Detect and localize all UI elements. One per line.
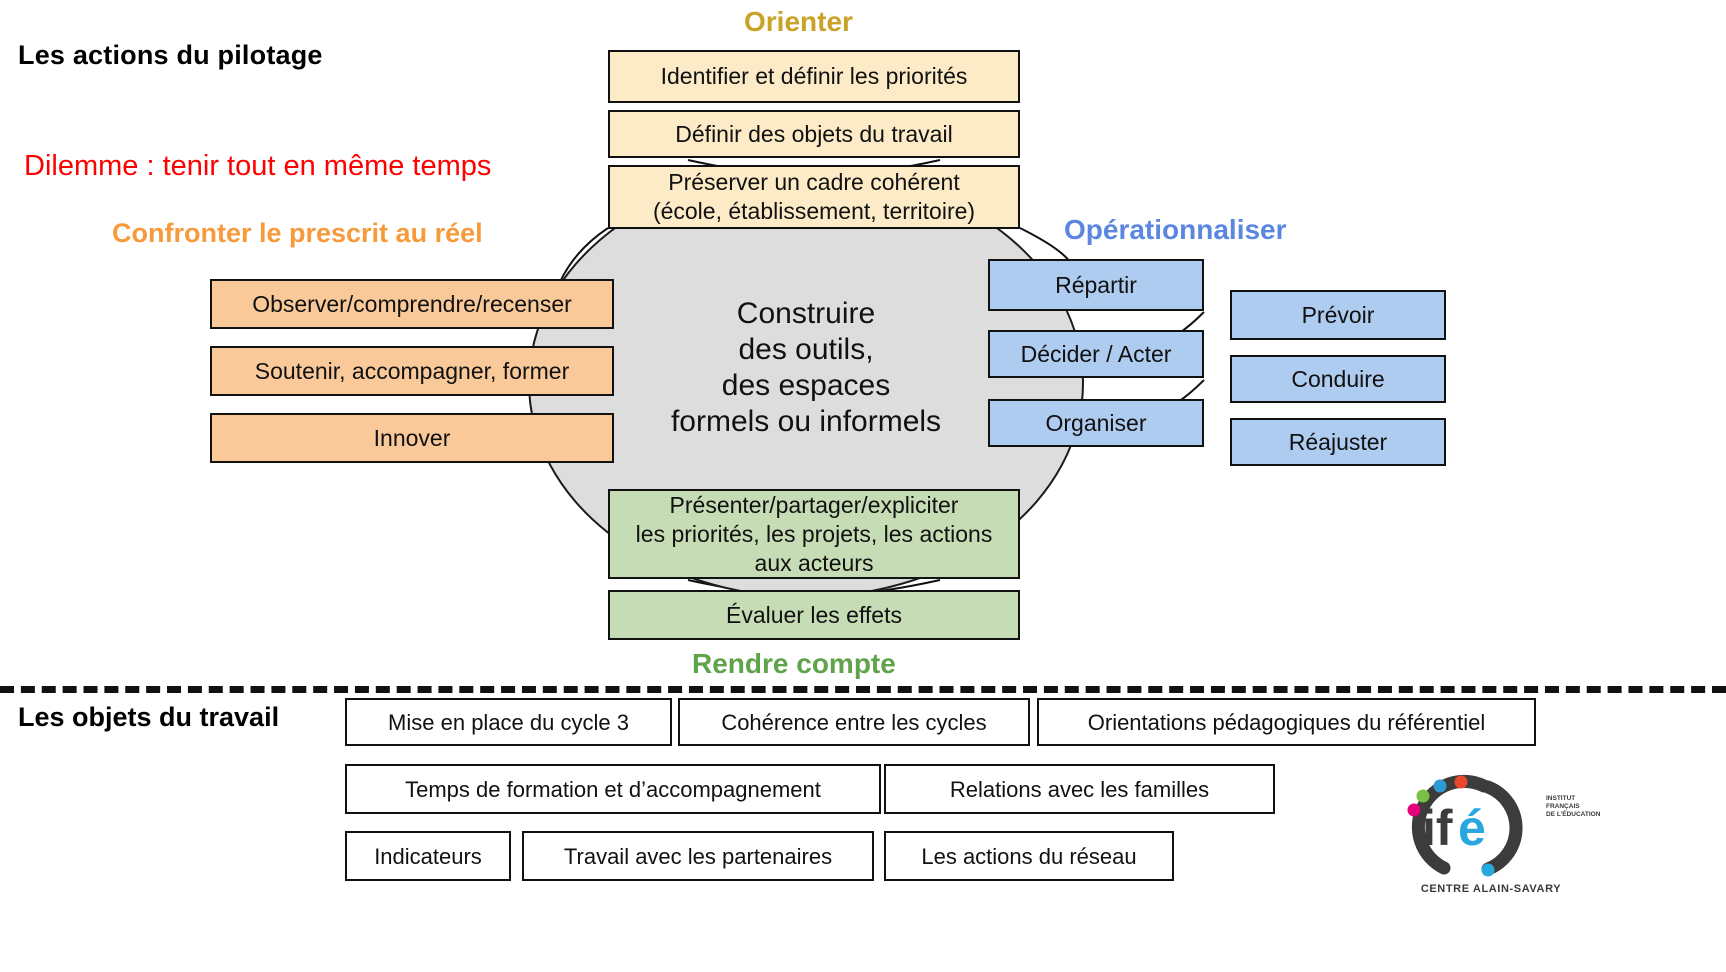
box-organiser[interactable]: Organiser — [988, 399, 1204, 447]
svg-text:if: if — [1422, 800, 1453, 856]
objet-box-orientations-pedagogiques[interactable]: Orientations pédagogiques du référentiel — [1037, 698, 1536, 746]
center-line-2: des outils, — [738, 333, 874, 366]
box-prevoir[interactable]: Prévoir — [1230, 290, 1446, 340]
logo-side-line-3: DE L’ÉDUCATION — [1546, 811, 1601, 818]
objet-box-coherence-cycles[interactable]: Cohérence entre les cycles — [678, 698, 1030, 746]
box-repartir[interactable]: Répartir — [988, 259, 1204, 311]
objet-box-travail-partenaires[interactable]: Travail avec les partenaires — [522, 831, 874, 881]
box-definir-objets-travail[interactable]: Définir des objets du travail — [608, 110, 1020, 158]
box-soutenir-accompagner-former[interactable]: Soutenir, accompagner, former — [210, 346, 614, 396]
svg-text:é: é — [1458, 800, 1486, 856]
dilemma-text: Dilemme : tenir tout en même temps — [24, 150, 492, 182]
box-innover[interactable]: Innover — [210, 413, 614, 463]
objet-box-relations-familles[interactable]: Relations avec les familles — [884, 764, 1275, 814]
box-preserver-line-1: Préserver un cadre cohérent — [668, 169, 960, 195]
quadrant-label-operationnaliser: Opérationnaliser — [1064, 214, 1287, 245]
objet-box-actions-reseau[interactable]: Les actions du réseau — [884, 831, 1174, 881]
page-title-actions: Les actions du pilotage — [18, 40, 323, 70]
box-evaluer-les-effets[interactable]: Évaluer les effets — [608, 590, 1020, 640]
objet-box-cycle-3[interactable]: Mise en place du cycle 3 — [345, 698, 672, 746]
box-observer-comprendre-recenser[interactable]: Observer/comprendre/recenser — [210, 279, 614, 329]
box-presenter-line-1: Présenter/partager/expliciter — [669, 491, 959, 518]
box-presenter-partager-expliciter[interactable]: Présenter/partager/expliciter les priori… — [608, 489, 1020, 579]
dashed-divider — [0, 686, 1726, 693]
ife-logo-caption: CENTRE ALAIN-SAVARY — [1420, 883, 1562, 895]
page-title-objets: Les objets du travail — [18, 702, 280, 732]
box-presenter-line-2: les priorités, les projets, les actions — [635, 520, 993, 547]
center-text: Construire des outils, des espaces forme… — [600, 296, 1012, 440]
center-line-3: des espaces — [721, 369, 891, 402]
quadrant-label-orienter: Orienter — [744, 6, 853, 37]
box-preserver-line-2: (école, établissement, territoire) — [652, 198, 976, 224]
ife-logo-side-text: INSTITUT FRANÇAIS DE L’ÉDUCATION — [1546, 795, 1626, 819]
box-reajuster[interactable]: Réajuster — [1230, 418, 1446, 466]
quadrant-label-confronter: Confronter le prescrit au réel — [112, 218, 483, 248]
objet-box-indicateurs[interactable]: Indicateurs — [345, 831, 511, 881]
ife-logo: if é — [1407, 774, 1523, 877]
box-decider-acter[interactable]: Décider / Acter — [988, 330, 1204, 378]
box-conduire[interactable]: Conduire — [1230, 355, 1446, 403]
box-presenter-line-3: aux acteurs — [754, 549, 874, 576]
logo-side-line-1: INSTITUT — [1546, 795, 1576, 802]
box-identifier-definir-priorites[interactable]: Identifier et définir les priorités — [608, 50, 1020, 103]
quadrant-label-rendre-compte: Rendre compte — [692, 648, 896, 679]
center-line-4: formels ou informels — [670, 405, 942, 438]
logo-side-line-2: FRANÇAIS — [1546, 803, 1580, 810]
objet-box-temps-formation[interactable]: Temps de formation et d’accompagnement — [345, 764, 881, 814]
box-preserver-cadre-coherent[interactable]: Préserver un cadre cohérent (école, étab… — [608, 165, 1020, 229]
center-line-1: Construire — [736, 297, 876, 330]
